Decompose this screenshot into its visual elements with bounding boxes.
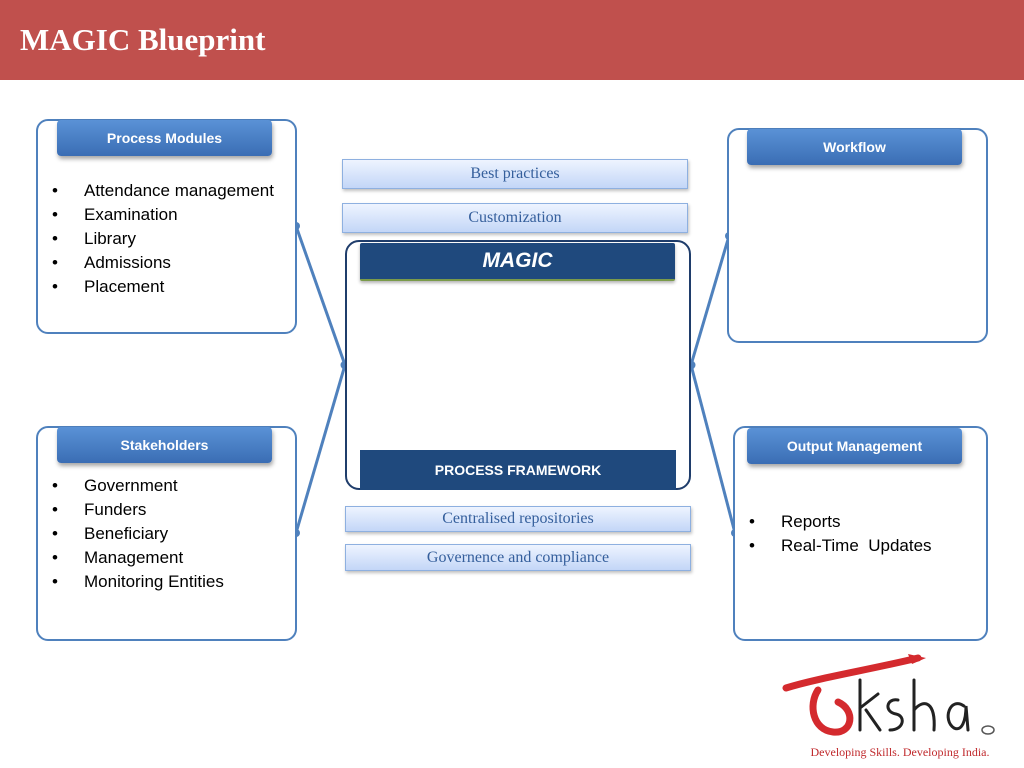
- list-item: Reports: [733, 510, 983, 534]
- workflow-header: Workflow: [747, 129, 962, 165]
- process-modules-list: Attendance management Examination Librar…: [36, 179, 276, 299]
- process-framework-label: PROCESS FRAMEWORK: [360, 450, 676, 490]
- centralised-repositories-strip: Centralised repositories: [345, 506, 691, 532]
- list-item: Admissions: [36, 251, 276, 275]
- governance-compliance-strip: Governence and compliance: [345, 544, 691, 571]
- list-item: Examination: [36, 203, 276, 227]
- output-management-list: Reports Real-Time Updates: [733, 510, 983, 558]
- list-item: Beneficiary: [36, 522, 276, 546]
- list-item: Library: [36, 227, 276, 251]
- logo-tagline: Developing Skills. Developing India.: [810, 745, 990, 759]
- customization-strip: Customization: [342, 203, 688, 233]
- list-item: Attendance management: [36, 179, 276, 203]
- title-bar: MAGIC Blueprint: [0, 0, 1024, 80]
- list-item: Monitoring Entities: [36, 570, 276, 594]
- stakeholders-header: Stakeholders: [57, 427, 272, 463]
- output-management-header: Output Management: [747, 428, 962, 464]
- magic-label: MAGIC: [360, 243, 675, 281]
- tksha-logo: [778, 650, 1008, 765]
- list-item: Government: [36, 474, 276, 498]
- list-item: Placement: [36, 275, 276, 299]
- stakeholders-list: Government Funders Beneficiary Managemen…: [36, 474, 276, 594]
- process-modules-header: Process Modules: [57, 120, 272, 156]
- magic-frame: [345, 240, 691, 490]
- page-title: MAGIC Blueprint: [20, 22, 266, 57]
- best-practices-strip: Best practices: [342, 159, 688, 189]
- list-item: Funders: [36, 498, 276, 522]
- logo-mark-icon: [782, 654, 995, 736]
- list-item: Real-Time Updates: [733, 534, 983, 558]
- list-item: Management: [36, 546, 276, 570]
